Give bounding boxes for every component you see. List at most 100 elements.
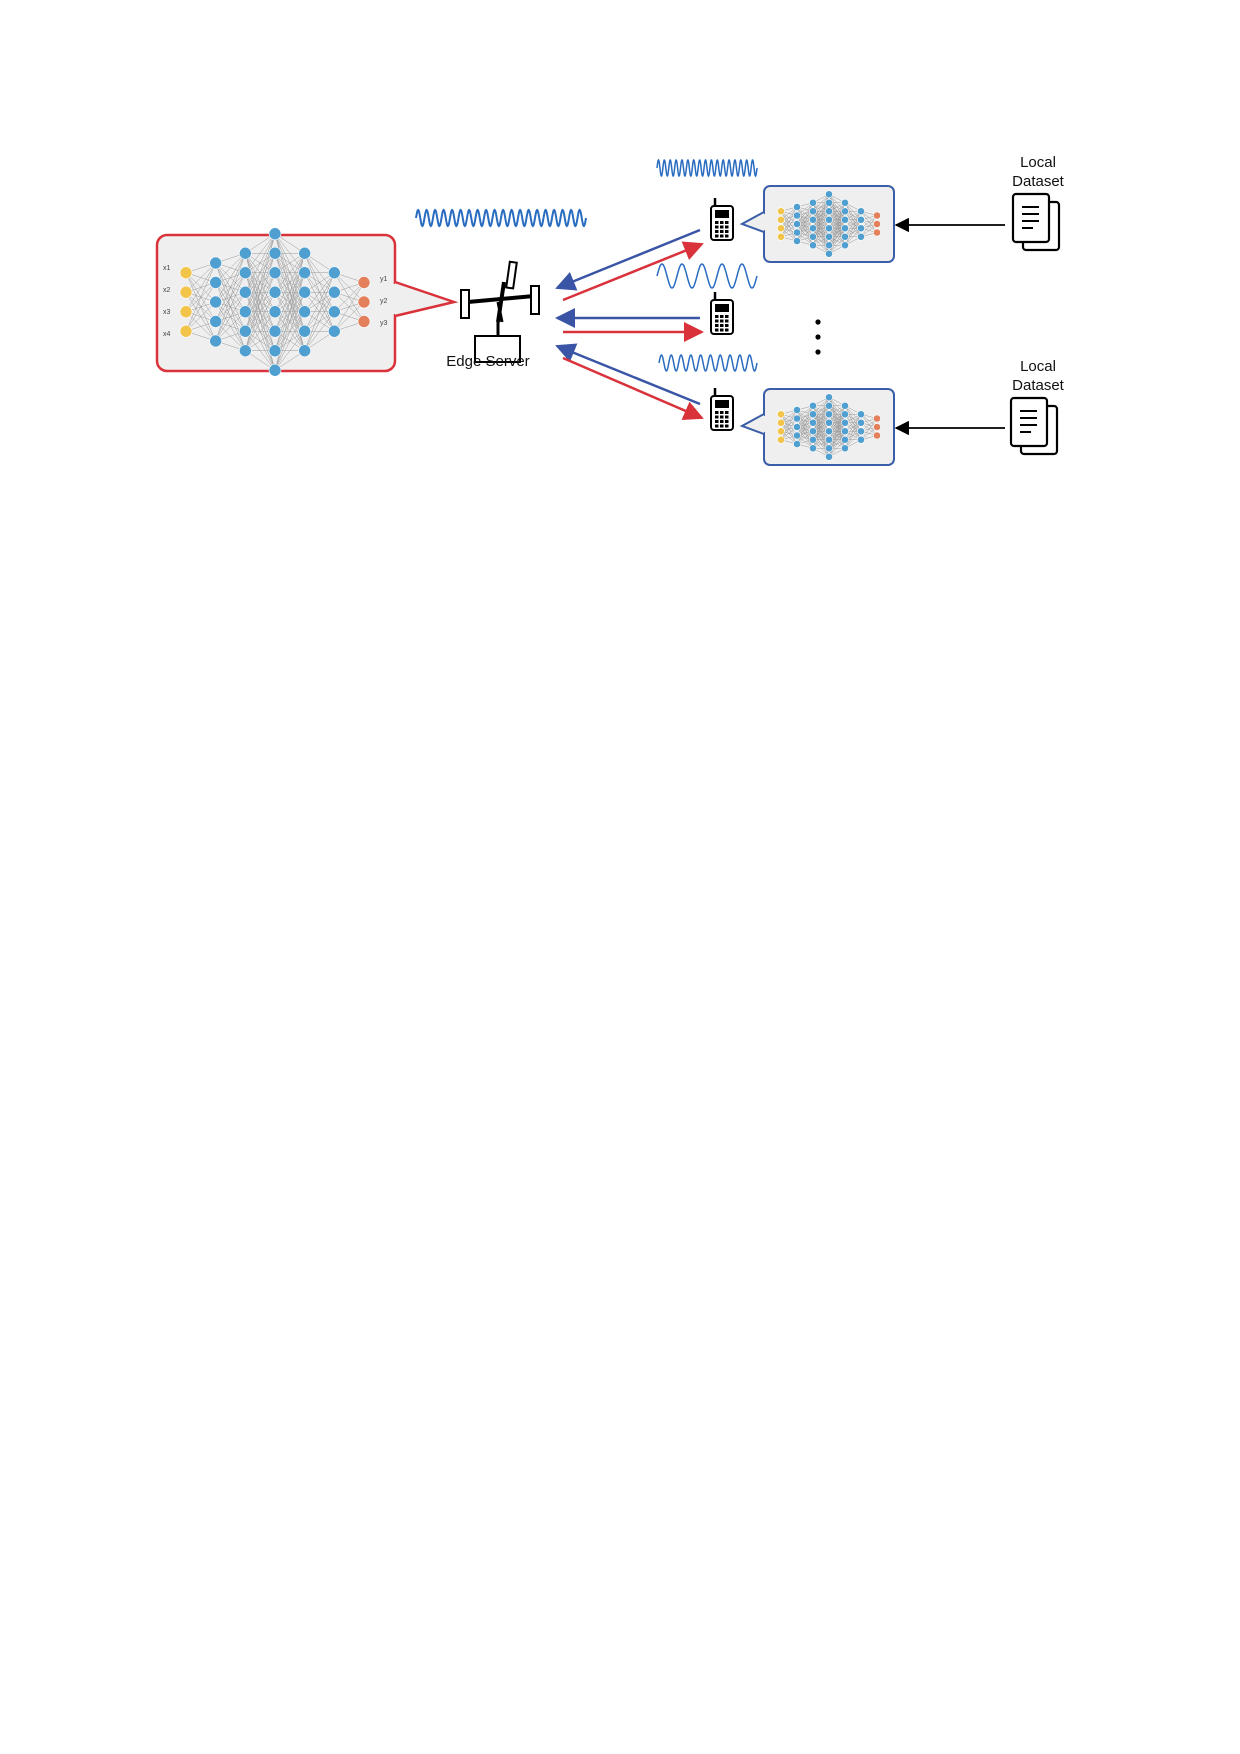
hidden-neuron — [268, 285, 282, 299]
input-neuron — [179, 266, 193, 280]
hidden-neuron — [298, 305, 311, 319]
phone-key — [725, 221, 729, 224]
hidden-neuron — [857, 435, 865, 444]
hidden-neuron — [239, 305, 252, 319]
nn-connection — [780, 409, 798, 440]
hidden-neuron — [793, 220, 801, 228]
nn-connection — [796, 422, 814, 445]
more-devices-ellipsis — [815, 319, 821, 355]
mobile-device-3-icon — [710, 388, 734, 431]
hidden-neuron — [841, 215, 849, 224]
nn-connection — [185, 262, 216, 312]
hidden-neuron — [857, 224, 865, 233]
output-neuron — [357, 295, 371, 309]
output-neuron — [873, 211, 881, 220]
nn-connection — [274, 331, 305, 371]
hidden-neuron — [268, 227, 282, 241]
hidden-neuron — [328, 266, 341, 280]
nn-connection — [844, 211, 862, 237]
uplink-arrow-device-3 — [555, 343, 701, 406]
phone-key — [715, 319, 719, 323]
server-signal-wave — [415, 208, 587, 228]
hidden-neuron — [825, 452, 833, 461]
hidden-neuron — [857, 410, 865, 419]
phone-key — [720, 411, 724, 414]
hidden-neuron — [268, 305, 282, 319]
output-neuron — [873, 414, 881, 423]
nn-connection — [215, 311, 246, 342]
hidden-neuron — [809, 215, 817, 224]
input-neuron — [777, 215, 785, 224]
hidden-neuron — [825, 410, 833, 419]
phone-key — [720, 230, 724, 233]
phone-key — [720, 328, 724, 332]
hidden-neuron — [825, 435, 833, 444]
hidden-neuron — [825, 215, 833, 224]
hidden-neuron — [298, 285, 311, 299]
phone-key — [725, 230, 729, 233]
hidden-neuron — [239, 285, 252, 299]
output-neuron — [357, 315, 371, 328]
output-neuron — [873, 228, 881, 237]
input-neuron — [777, 435, 785, 444]
nn-connection — [796, 405, 814, 428]
hidden-neuron — [298, 324, 311, 338]
communication-links — [555, 228, 704, 421]
phone-key — [720, 324, 724, 327]
hidden-neuron — [239, 324, 252, 338]
hidden-neuron — [239, 266, 252, 280]
nn-connection — [245, 233, 276, 293]
phone-key — [720, 415, 724, 419]
nn-connection — [796, 414, 814, 445]
nn-connection — [796, 211, 814, 242]
hidden-neuron — [841, 232, 849, 241]
nn-connection — [304, 311, 335, 351]
output-label-y2: y2 — [380, 298, 388, 305]
nn-connection — [215, 253, 246, 303]
hidden-neuron — [825, 232, 833, 241]
local-neural-network-1 — [777, 190, 881, 258]
input-neuron — [777, 232, 785, 241]
hidden-neuron — [239, 246, 252, 260]
hidden-neuron — [841, 198, 849, 207]
global-model-callout: x1 x2 x3 x4 y1 y2 y3 — [155, 227, 459, 377]
hidden-neuron — [793, 431, 801, 440]
hidden-neuron — [793, 237, 801, 245]
phone-key — [725, 225, 729, 229]
nn-connection — [274, 253, 305, 332]
nn-connection — [185, 301, 216, 332]
nn-connection — [185, 262, 216, 332]
output-neuron — [873, 431, 881, 440]
local-dataset-1-label-line1: Local — [1020, 154, 1056, 171]
nn-connection — [796, 219, 814, 242]
hidden-neuron — [268, 246, 282, 260]
nn-connection — [812, 422, 830, 449]
hidden-neuron — [841, 444, 849, 453]
nn-connection — [796, 202, 814, 233]
hidden-neuron — [298, 246, 311, 260]
nn-connection — [185, 282, 216, 332]
hidden-neuron — [841, 241, 849, 250]
local-model-callout-1 — [739, 185, 895, 263]
global-neural-network — [179, 227, 371, 377]
phone-key — [725, 415, 729, 419]
phone-screen — [715, 304, 729, 312]
nn-connection — [245, 311, 276, 351]
output-neuron — [873, 220, 881, 228]
phone-key — [725, 319, 729, 323]
local-dataset-2-document-icon — [1009, 396, 1059, 456]
nn-connection — [274, 253, 305, 312]
device-1-signal-wave — [656, 158, 758, 178]
nn-connection — [780, 215, 798, 237]
hidden-neuron — [841, 224, 849, 233]
hidden-neuron — [857, 232, 865, 241]
hidden-neuron — [328, 324, 341, 338]
nn-connection — [274, 253, 305, 293]
hidden-neuron — [841, 427, 849, 436]
hidden-neuron — [298, 344, 311, 358]
document-front-page — [1009, 396, 1049, 448]
hidden-neuron — [825, 198, 833, 207]
phone-key — [725, 234, 729, 238]
phone-key — [725, 420, 729, 423]
phone-key — [715, 424, 719, 428]
